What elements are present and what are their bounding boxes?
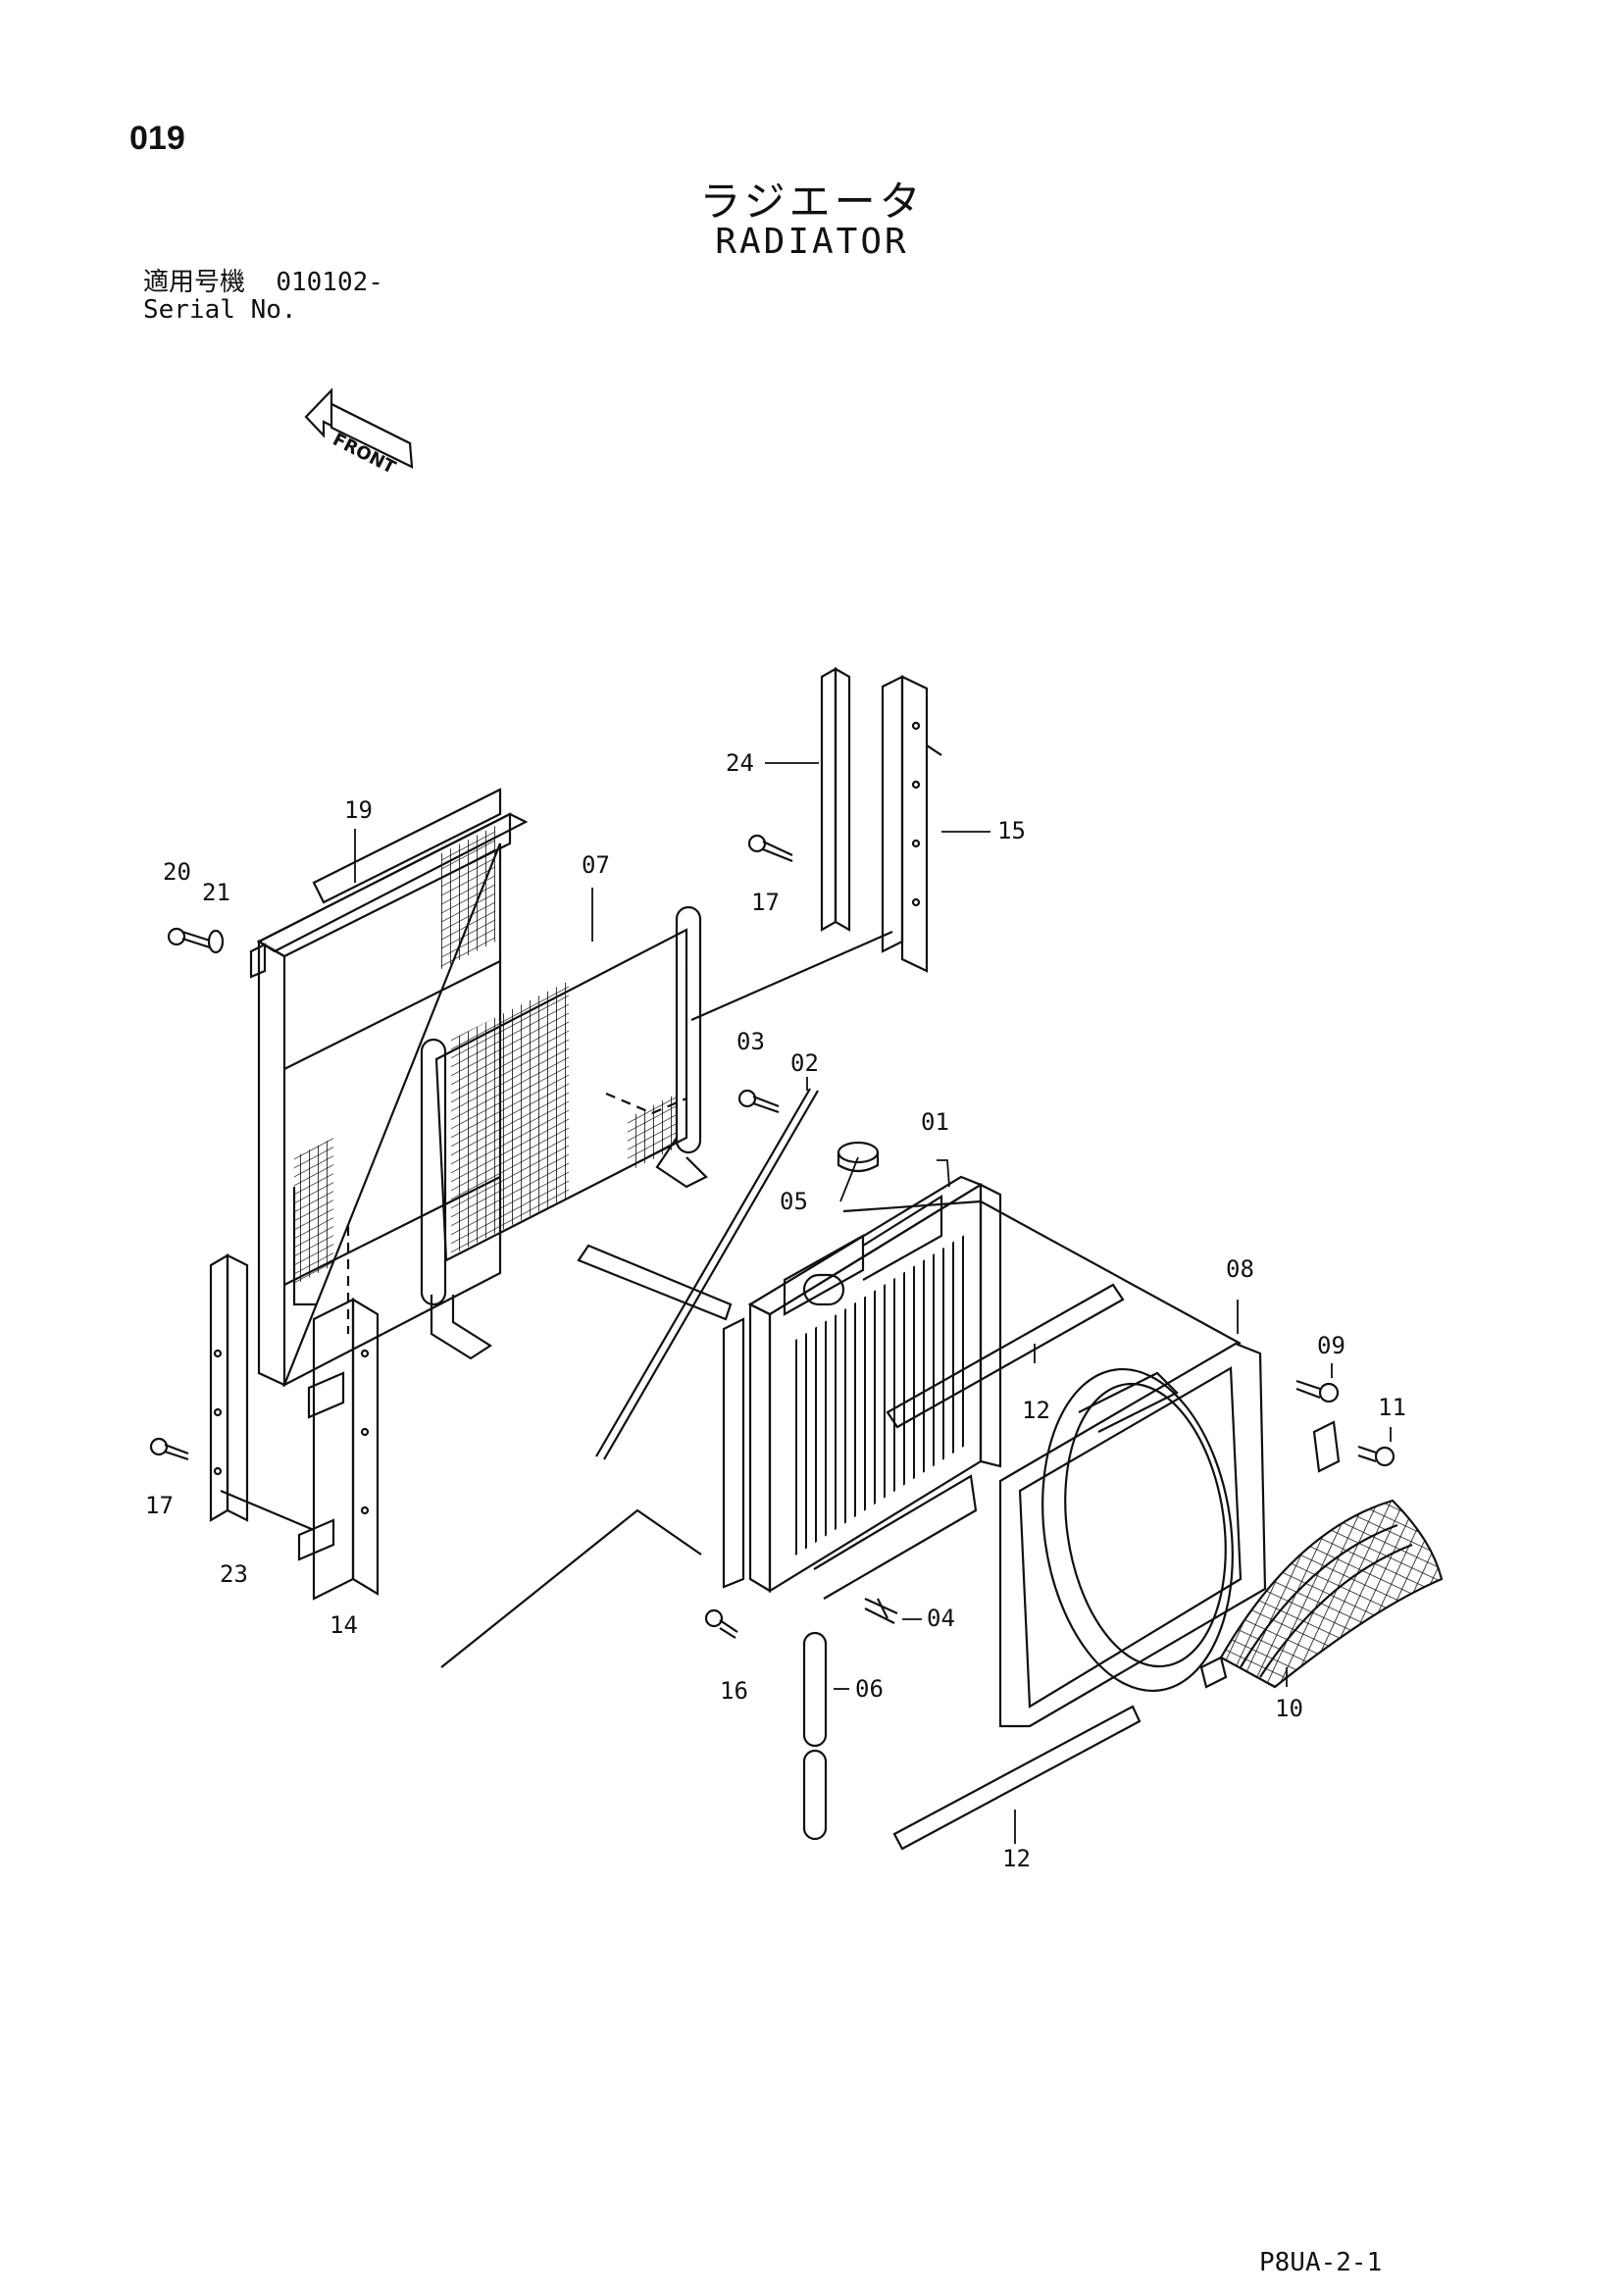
callout-labels: 01 02 03 04 05 06 07 08 09 10 11 12 12 1… [145, 749, 1406, 1872]
part-06-hose [802, 1631, 828, 1841]
callout-01: 01 [921, 1108, 949, 1136]
callout-06: 06 [855, 1675, 884, 1703]
page-number: 019 [129, 120, 185, 157]
callout-12-upper: 12 [1022, 1397, 1050, 1424]
part-12-seal-lower [892, 1705, 1142, 1851]
callout-09: 09 [1317, 1332, 1345, 1359]
callout-15: 15 [997, 817, 1026, 844]
callout-16: 16 [720, 1677, 748, 1705]
callout-04: 04 [927, 1605, 955, 1632]
callout-12-lower: 12 [1002, 1845, 1031, 1872]
callout-07: 07 [582, 851, 610, 879]
page-title-en: RADIATOR [715, 222, 909, 262]
callout-02: 02 [790, 1049, 819, 1077]
front-arrow-icon: FRONT [304, 387, 414, 479]
serial-label-en: Serial No. [143, 295, 297, 325]
callout-03: 03 [736, 1028, 765, 1055]
part-16-bolt [704, 1608, 738, 1639]
leader-line [220, 1489, 315, 1532]
part-19-screen [249, 788, 529, 1388]
callout-10: 10 [1275, 1695, 1303, 1722]
callout-21: 21 [202, 879, 230, 906]
leader-line [292, 1187, 316, 1306]
part-05-cap [837, 1141, 880, 1173]
callout-08: 08 [1226, 1255, 1254, 1283]
part-03-bolt [737, 1089, 780, 1114]
part-07-oil-cooler [420, 905, 708, 1360]
callout-17-upper: 17 [751, 889, 780, 916]
callout-23: 23 [220, 1560, 248, 1588]
callout-20: 20 [163, 858, 191, 886]
part-17-bolt-upper [747, 834, 793, 863]
serial-label-jp: 適用号機 [143, 268, 246, 297]
callout-19: 19 [344, 796, 373, 824]
part-23-bracket [209, 1253, 249, 1522]
leader-line [440, 1508, 702, 1668]
callout-11: 11 [1378, 1394, 1406, 1421]
part-09-bolt [1295, 1379, 1340, 1403]
part-04-drain-cock [864, 1597, 898, 1624]
leader-dashed [346, 1092, 687, 1334]
part-15-bracket [881, 675, 942, 973]
serial-info: 適用号機 010102- Serial No. [143, 269, 383, 324]
leader-line [690, 930, 893, 1022]
page-title-jp: ラジエータ [699, 178, 925, 226]
callout-14: 14 [330, 1611, 358, 1639]
callout-05: 05 [780, 1188, 808, 1215]
part-10-fan-guard [1199, 1420, 1444, 1689]
part-02-stay-rod [577, 1088, 819, 1460]
page-code: P8UA-2-1 [1259, 2248, 1383, 2277]
part-20-bolt [167, 927, 211, 949]
serial-value: 010102- [276, 268, 383, 297]
part-08-shroud [998, 1342, 1267, 1728]
callout-24: 24 [726, 749, 754, 777]
part-11-bolt [1357, 1445, 1396, 1467]
part-12-seal-upper [886, 1283, 1125, 1429]
part-24-bracket [820, 667, 851, 932]
part-21-washer [207, 929, 225, 954]
part-17-bolt-lower [149, 1437, 189, 1461]
part-14-bracket [297, 1298, 380, 1601]
callout-leaders [354, 762, 1392, 1844]
part-01-radiator [722, 1175, 1002, 1600]
callout-17-lower: 17 [145, 1492, 174, 1519]
